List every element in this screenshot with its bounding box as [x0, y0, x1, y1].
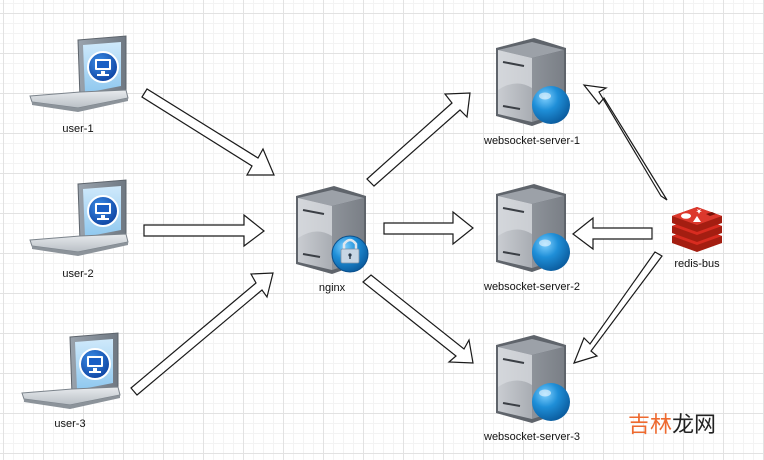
watermark: 吉林 龙网 — [628, 413, 716, 438]
node-label: user-1 — [62, 123, 93, 135]
node-label: user-3 — [54, 418, 85, 430]
arrow-nginx-to-ws2 — [383, 210, 474, 246]
arrow-nginx-to-ws3 — [362, 274, 474, 364]
globe-icon — [532, 233, 570, 271]
arrow-redis-to-ws3 — [572, 251, 663, 364]
node-user-2[interactable]: user-2 — [29, 179, 129, 280]
node-label: nginx — [319, 282, 346, 294]
arrow-redis-to-ws1 — [582, 84, 668, 201]
node-label: websocket-server-2 — [483, 281, 580, 293]
arrow-nginx-to-ws1 — [366, 92, 471, 187]
node-websocket-server-2[interactable]: websocket-server-2 — [483, 183, 580, 293]
globe-icon — [532, 383, 570, 421]
arrow-redis-to-ws2 — [572, 216, 653, 251]
laptop-icon — [21, 332, 121, 410]
arrow-user2-to-nginx — [143, 213, 265, 248]
node-label: redis-bus — [674, 258, 720, 270]
watermark-text-part1: 吉林 — [628, 413, 672, 438]
node-websocket-server-1[interactable]: websocket-server-1 — [483, 37, 580, 147]
node-label: user-2 — [62, 268, 93, 280]
node-user-3[interactable]: user-3 — [21, 332, 121, 430]
lock-badge-icon — [331, 235, 369, 273]
node-label: websocket-server-3 — [483, 431, 580, 443]
redis-icon — [672, 207, 722, 252]
watermark-text-part2: 龙网 — [672, 413, 716, 438]
arrow-user1-to-nginx — [141, 88, 275, 176]
globe-icon — [532, 86, 570, 124]
laptop-icon — [29, 35, 129, 113]
node-user-1[interactable]: user-1 — [29, 35, 129, 135]
laptop-icon — [29, 179, 129, 257]
node-label: websocket-server-1 — [483, 135, 580, 147]
node-redis-bus[interactable]: redis-bus — [672, 207, 722, 270]
arrow-user3-to-nginx — [130, 272, 274, 396]
node-websocket-server-3[interactable]: websocket-server-3 — [483, 334, 580, 443]
node-nginx[interactable]: nginx — [295, 185, 369, 294]
